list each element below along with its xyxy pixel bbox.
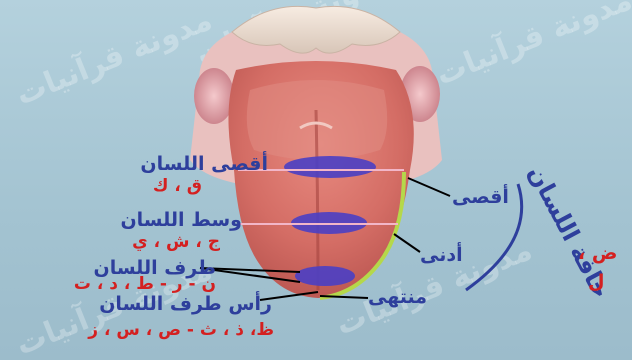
label-back-letters: ق ، ك xyxy=(153,178,202,195)
label-edge-letters: ن - ر - ط ، د ، ت xyxy=(74,276,216,293)
label-side-far: أقصى xyxy=(452,188,509,207)
zone-back xyxy=(284,156,376,178)
label-side-end: منتهى xyxy=(368,288,427,307)
left-tonsil xyxy=(194,68,234,124)
zone-edge xyxy=(295,266,355,286)
label-side-near: أدنى xyxy=(420,246,463,265)
label-middle-letters: ج ، ش ، ي xyxy=(132,234,220,251)
label-back: أقصى اللسان xyxy=(140,155,268,174)
label-middle: وسط اللسان xyxy=(120,211,242,230)
label-tip: رأس طرف اللسان xyxy=(99,295,272,314)
label-side-letters-1: ض ، xyxy=(578,244,617,263)
label-tip-letters: ظ، ذ ، ث - ص ، س ، ز xyxy=(88,322,274,339)
label-side-letters-2: ل xyxy=(588,273,605,292)
